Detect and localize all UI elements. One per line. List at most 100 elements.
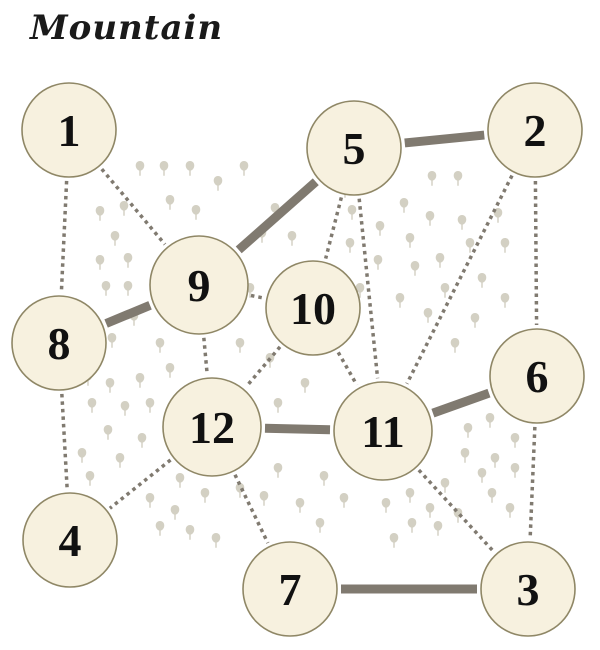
tree-icon [399,198,409,213]
tree-icon [213,176,223,191]
node-5: 5 [306,100,402,196]
tree-icon [300,378,310,393]
tree-icon [450,338,460,353]
edge-10-11 [336,351,359,386]
edge-5-9 [235,178,319,254]
edge-10-12 [244,345,282,388]
node-circle [480,541,576,637]
node-circle [487,82,583,178]
node-6: 6 [489,328,585,424]
edge-9-10 [250,293,264,300]
node-label: 7 [279,564,302,615]
tree-icon [423,308,433,323]
edge-11-3 [417,468,495,553]
node-12: 12 [162,377,262,477]
tree-icon [500,293,510,308]
tree-icon [107,333,117,348]
node-4: 4 [22,492,118,588]
edge-12-11 [264,423,331,435]
edge-5-10 [323,196,344,260]
edge-9-8 [104,301,152,328]
node-circle [149,235,249,335]
node-label: 1 [58,105,81,156]
edge-6-3 [528,426,537,539]
tree-icon [410,261,420,276]
tree-icon [123,253,133,268]
tree-icon [115,453,125,468]
node-9: 9 [149,235,249,335]
node-label: 4 [59,515,82,566]
map-title: Mountain [30,8,224,48]
tree-icon [505,503,515,518]
tree-icon [295,498,305,513]
tree-icon [510,433,520,448]
tree-icon [425,211,435,226]
node-circle [162,377,262,477]
node-label: 2 [524,105,547,156]
node-label: 5 [343,123,366,174]
node-11: 11 [333,381,433,481]
tree-icon [95,255,105,270]
tree-icon [155,521,165,536]
tree-icon [135,161,145,176]
node-circle [22,492,118,588]
node-circle [333,381,433,481]
node-label: 9 [188,260,211,311]
node-2: 2 [487,82,583,178]
node-label: 10 [290,283,336,334]
tree-icon [339,493,349,508]
edge-2-11 [405,174,514,385]
tree-icon [425,503,435,518]
tree-icon [389,533,399,548]
node-3: 3 [480,541,576,637]
tree-icon [211,533,221,548]
node-circle [489,328,585,424]
tree-icon [490,453,500,468]
edge-5-2 [404,130,485,148]
tree-icon [110,231,120,246]
node-circle [265,260,361,356]
tree-icon [463,423,473,438]
tree-icon [155,338,165,353]
tree-icon [470,313,480,328]
tree-icon [259,491,269,506]
node-circle [306,100,402,196]
tree-icon [145,493,155,508]
node-circle [242,541,338,637]
node-7: 7 [242,541,338,637]
tree-icon [460,448,470,463]
tree-icon [315,518,325,533]
tree-icon [440,283,450,298]
node-label: 8 [48,318,71,369]
edges-layer [59,130,539,594]
tree-icon [345,238,355,253]
tree-icon [170,505,180,520]
edge-1-8 [59,180,69,293]
tree-icon [407,518,417,533]
tree-icon [405,233,415,248]
tree-icon [510,463,520,478]
tree-icon [165,195,175,210]
tree-icon [135,373,145,388]
node-circle [11,295,107,391]
node-label: 12 [189,402,235,453]
tree-icon [87,398,97,413]
tree-icon [440,478,450,493]
tree-icon [273,463,283,478]
tree-icon [103,425,113,440]
tree-icon [347,205,357,220]
tree-icon [427,171,437,186]
tree-icon [500,238,510,253]
edge-8-4 [60,393,69,490]
tree-icon [287,231,297,246]
tree-icon [191,205,201,220]
tree-icon [101,281,111,296]
tree-icon [137,433,147,448]
node-circle [21,82,117,178]
tree-icon [485,413,495,428]
edge-12-7 [233,473,270,544]
tree-icon [381,498,391,513]
